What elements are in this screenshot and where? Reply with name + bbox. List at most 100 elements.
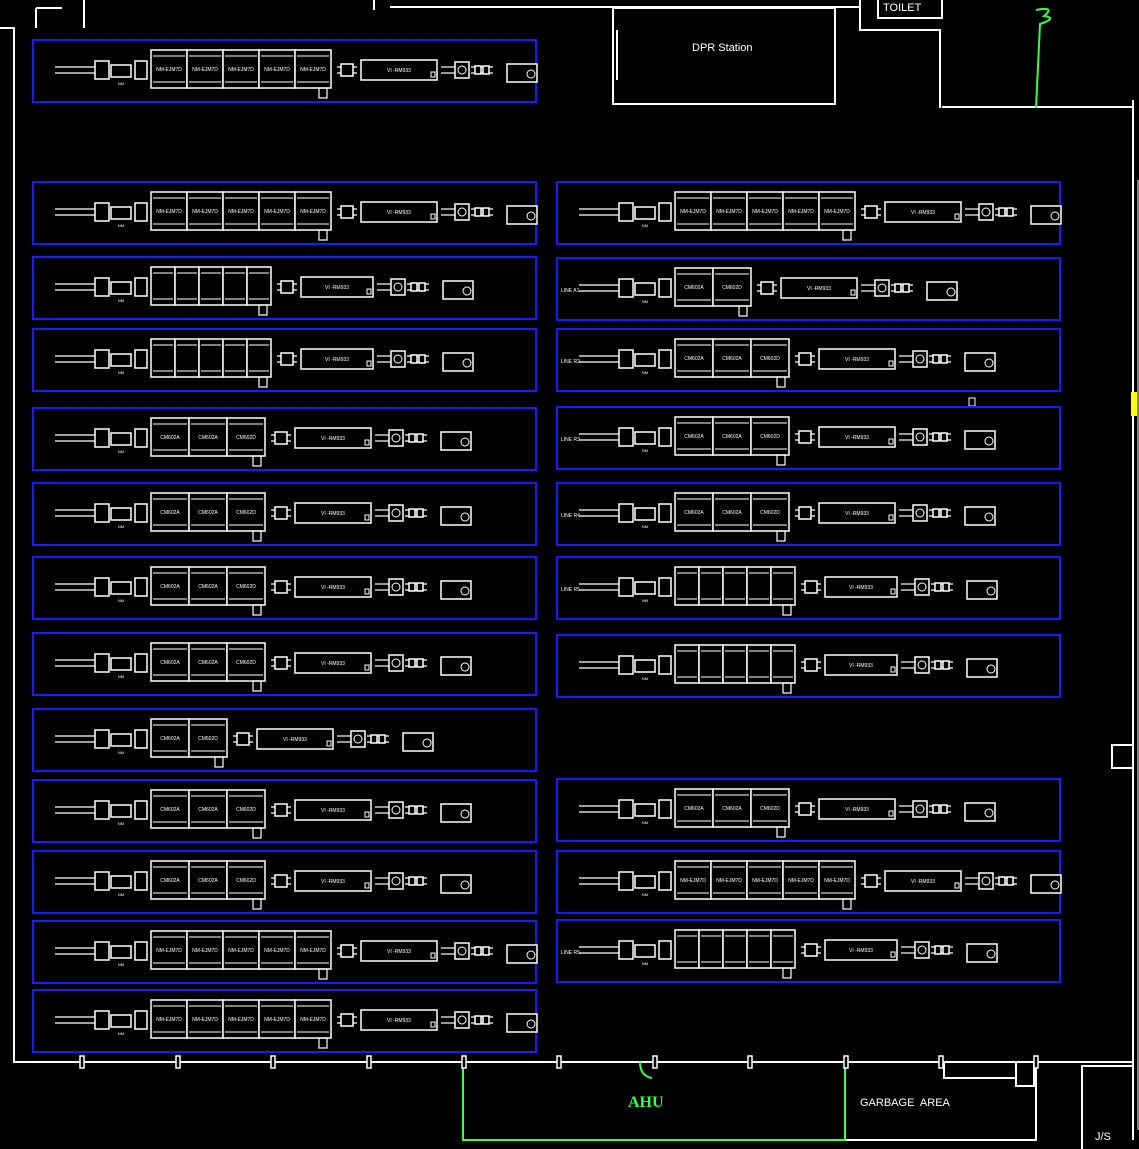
door-marker — [1131, 392, 1137, 416]
js-room — [1081, 1065, 1133, 1149]
gate — [940, 804, 948, 814]
printer — [110, 281, 132, 295]
mounter-feeder-cart — [776, 454, 786, 466]
unloader — [964, 430, 996, 450]
gate — [410, 282, 418, 292]
unloader-tag — [460, 809, 470, 819]
mounter-label: CM602D — [760, 806, 780, 812]
printer — [634, 659, 656, 673]
mounter-label: CM602A — [198, 435, 218, 441]
buffer — [236, 732, 250, 746]
gate — [942, 660, 950, 670]
reflow-oven — [294, 799, 372, 821]
inspection — [658, 202, 672, 222]
reflow-label: VI -RM933 — [321, 879, 345, 885]
gate — [418, 282, 426, 292]
aoi — [390, 278, 406, 296]
reflow-label: VI -RM933 — [321, 808, 345, 814]
printer — [110, 507, 132, 521]
buffer — [798, 506, 812, 520]
buffer — [798, 352, 812, 366]
mounter-label: CM602D — [198, 736, 218, 742]
inspection — [658, 427, 672, 447]
oven-marker — [364, 588, 370, 595]
mounter-label: NM-EJM7D — [824, 878, 850, 884]
aoi — [914, 578, 930, 596]
mounter-feeder-cart — [782, 967, 792, 979]
aoi — [388, 872, 404, 890]
loader — [94, 729, 110, 749]
oven-marker — [888, 360, 894, 367]
wall-column — [270, 1055, 276, 1069]
gate — [416, 508, 424, 518]
reflow-oven — [294, 502, 372, 524]
unloader-tag — [460, 512, 470, 522]
inspection — [658, 940, 672, 960]
buffer — [340, 205, 354, 219]
reflow-label: VI -RM933 — [325, 285, 349, 291]
reflow-oven — [294, 427, 372, 449]
machine-tag: NM — [118, 962, 124, 967]
buffer — [804, 658, 818, 672]
printer — [110, 804, 132, 818]
aoi — [350, 730, 366, 748]
reflow-oven — [360, 1009, 438, 1031]
unloader — [506, 205, 538, 225]
gate — [408, 508, 416, 518]
inspection — [134, 428, 148, 448]
gate — [940, 432, 948, 442]
unloader — [402, 732, 434, 752]
inspection — [134, 729, 148, 749]
aoi-camera — [457, 946, 467, 956]
unloader — [440, 506, 472, 526]
aoi — [390, 350, 406, 368]
dpr-station-room — [612, 7, 836, 105]
machine-tag: NM — [642, 676, 648, 681]
loader — [618, 871, 634, 891]
machine-tag: NM — [642, 448, 648, 453]
unloader — [442, 352, 474, 372]
gate — [894, 283, 902, 293]
unloader — [966, 943, 998, 963]
buffer — [798, 802, 812, 816]
mounter-label: CM602A — [684, 356, 704, 362]
unloader — [440, 874, 472, 894]
wall-column — [747, 1055, 753, 1069]
machine-tag: NM — [118, 750, 124, 755]
printer — [110, 353, 132, 367]
mounter-label: CM602A — [684, 285, 704, 291]
wall-column — [556, 1055, 562, 1069]
mounter-label: NM-EJM7D — [192, 1017, 218, 1023]
line-bay — [32, 256, 537, 320]
oven-marker — [364, 664, 370, 671]
toilet-door-swing — [1035, 7, 1051, 109]
mounter-label: CM602A — [160, 736, 180, 742]
aoi — [978, 203, 994, 221]
loader — [618, 278, 634, 298]
aoi-camera — [353, 734, 363, 744]
mounter-label: CM602A — [684, 434, 704, 440]
aoi — [914, 941, 930, 959]
loader — [94, 428, 110, 448]
mounter-feeder-cart — [214, 756, 224, 768]
line-bay — [556, 556, 1061, 620]
gate — [998, 876, 1006, 886]
oven-marker — [430, 213, 436, 220]
reflow-oven — [818, 798, 896, 820]
aoi — [914, 656, 930, 674]
oven-marker — [364, 439, 370, 446]
mounter-label: CM602D — [236, 584, 256, 590]
ahu-door — [639, 1061, 653, 1079]
machine-tag: NM — [118, 821, 124, 826]
aoi — [388, 504, 404, 522]
gate — [934, 945, 942, 955]
gate — [474, 946, 482, 956]
machine-tag: NM — [642, 820, 648, 825]
oven-marker — [888, 438, 894, 445]
aoi — [454, 203, 470, 221]
printer — [110, 206, 132, 220]
